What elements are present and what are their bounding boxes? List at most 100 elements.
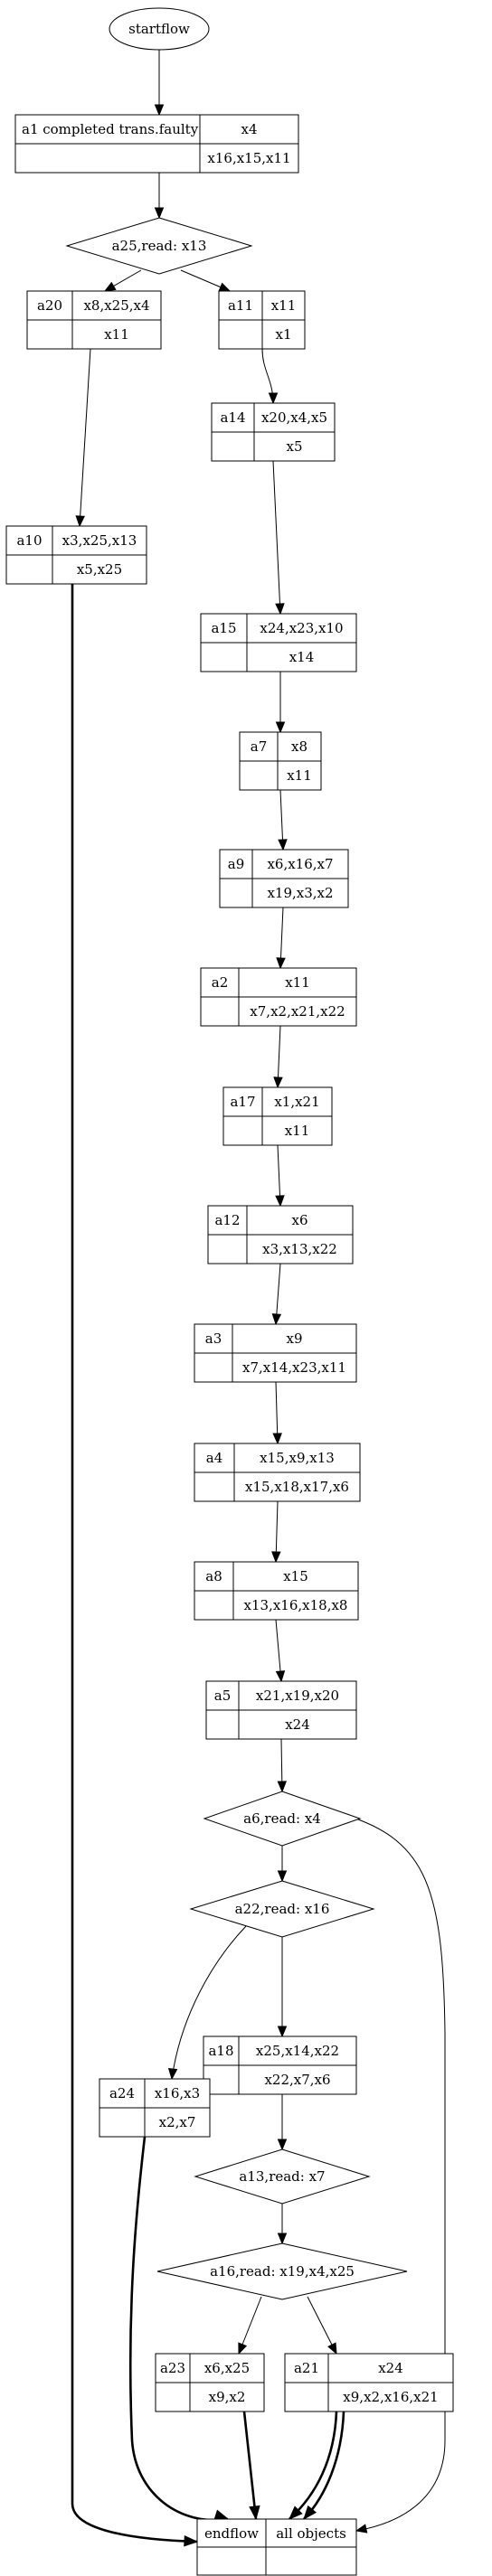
- arrowhead: [154, 104, 165, 117]
- activity-name: a14: [220, 409, 245, 426]
- arrowhead: [154, 207, 165, 220]
- decision-diamond: [156, 2242, 408, 2300]
- decision-a25: a25,read: x13: [65, 217, 253, 275]
- decision-a16: a16,read: x19,x4,x25: [156, 2242, 408, 2300]
- activity-outputs: x13,x16,x18,x8: [244, 1597, 348, 1613]
- activity-outputs: x14: [289, 649, 315, 665]
- activity-inputs: x4: [241, 121, 257, 137]
- arrowhead: [355, 2524, 368, 2534]
- activity-outputs: x24: [285, 1716, 310, 1733]
- activity-name: a23: [160, 2360, 185, 2376]
- arrowhead: [277, 2233, 288, 2245]
- arrowhead: [277, 1781, 288, 1793]
- flow-edge: [272, 460, 281, 615]
- decision-label: a6,read: x4: [243, 1810, 321, 1827]
- nodes-layer: a1 completed trans.faulty x4 x16,x15,x11 a2…: [5, 7, 454, 2576]
- activity-outputs: x11: [285, 1123, 310, 1139]
- arrowhead: [272, 1433, 282, 1445]
- arrowhead: [277, 1870, 288, 1883]
- decision-diamond: [65, 217, 253, 275]
- activity-inputs: x11: [271, 297, 297, 314]
- edges-layer: [71, 50, 446, 2547]
- decision-label: a22,read: x16: [235, 1901, 330, 1917]
- arrowhead: [277, 2139, 288, 2151]
- arrowhead: [103, 281, 117, 292]
- activity-name: a8: [205, 1568, 222, 1584]
- activity-outputs: x5: [286, 438, 302, 455]
- activity-name: a15: [211, 620, 236, 636]
- arrowhead: [271, 1551, 281, 1564]
- activity-inputs: x20,x4,x5: [261, 409, 327, 426]
- activity-inputs: x11: [285, 974, 310, 991]
- activity-inputs: x9: [286, 1330, 302, 1347]
- activity-outputs: x15,x18,x17,x6: [245, 1479, 349, 1495]
- activity-inputs: x8: [291, 738, 308, 755]
- arrowhead: [275, 1670, 286, 1683]
- activity-name: a10: [16, 532, 42, 549]
- decision-a6: a6,read: x4: [203, 1791, 362, 1847]
- activity-outputs: x2,x7: [159, 2114, 196, 2130]
- activity-name: a17: [230, 1094, 255, 1110]
- activity-a17: a17 x1,x21 x11: [222, 1086, 333, 1146]
- flow-edge: [128, 2136, 229, 2522]
- decision-diamond: [194, 2148, 371, 2205]
- activity-inputs: x15: [283, 1568, 308, 1584]
- arrowhead: [275, 1195, 285, 1208]
- decision-a13: a13,read: x7: [194, 2148, 371, 2205]
- arrowhead: [75, 515, 85, 528]
- activity-name: a12: [214, 1212, 240, 1228]
- activity-inputs: x16,x3: [155, 2085, 200, 2101]
- arrowhead: [213, 2509, 230, 2521]
- activity-name: a7: [251, 738, 268, 755]
- activity-a8: a8 x15 x13,x16,x18,x8: [194, 1561, 359, 1621]
- activity-outputs: x7,x14,x23,x11: [242, 1359, 346, 1376]
- start-label: startflow: [128, 21, 190, 37]
- activity-outputs: x19,x3,x2: [267, 885, 333, 901]
- activity-outputs: x11: [287, 767, 312, 784]
- activity-inputs: x24: [378, 2360, 403, 2376]
- flow-edge: [79, 348, 91, 527]
- flow-edge: [242, 2411, 258, 2520]
- activity-inputs: x6,x25: [204, 2360, 250, 2376]
- activity-name: a9: [228, 856, 245, 872]
- activity-inputs: x8,x25,x4: [83, 297, 149, 314]
- activity-inputs: x6,x16,x7: [267, 856, 333, 872]
- arrowhead: [271, 1313, 282, 1326]
- arrowhead: [249, 2505, 260, 2521]
- activity-inputs: x1,x21: [274, 1094, 319, 1110]
- decision-a22: a22,read: x16: [189, 1880, 375, 1938]
- arrowhead: [327, 2342, 337, 2355]
- decision-label: a16,read: x19,x4,x25: [210, 2263, 355, 2280]
- activity-outputs: x16,x15,x11: [207, 150, 290, 166]
- activity-outputs: x7,x2,x21,x22: [250, 1003, 345, 1020]
- activity-a14: a14 x20,x4,x5 x5: [211, 402, 336, 462]
- flow-edge: [328, 1810, 446, 2532]
- activity-a1: a1 completed trans.faulty x4 x16,x15,x11: [14, 114, 299, 174]
- activity-name: a3: [205, 1330, 222, 1347]
- activity-a3: a3 x9 x7,x14,x23,x11: [194, 1323, 357, 1383]
- activity-name: a5: [214, 1688, 232, 1704]
- arrowhead: [268, 392, 279, 405]
- arrowhead: [289, 2505, 303, 2520]
- activity-outputs: x9,x2,x16,x21: [343, 2389, 438, 2405]
- activity-name: a20: [37, 297, 62, 314]
- arrowhead: [276, 957, 286, 970]
- activity-outputs: x1: [275, 326, 291, 343]
- flow-edge: [289, 2411, 338, 2520]
- flow-edge: [171, 1925, 247, 2080]
- activity-inputs: x15,x9,x13: [260, 1450, 335, 1466]
- activity-name: a1 completed trans.faulty: [22, 121, 199, 137]
- activity-outputs: x9,x2: [209, 2389, 246, 2405]
- flow-edge: [307, 2296, 337, 2355]
- activity-outputs: x3,x13,x22: [262, 1241, 337, 1257]
- arrowhead: [277, 2026, 288, 2038]
